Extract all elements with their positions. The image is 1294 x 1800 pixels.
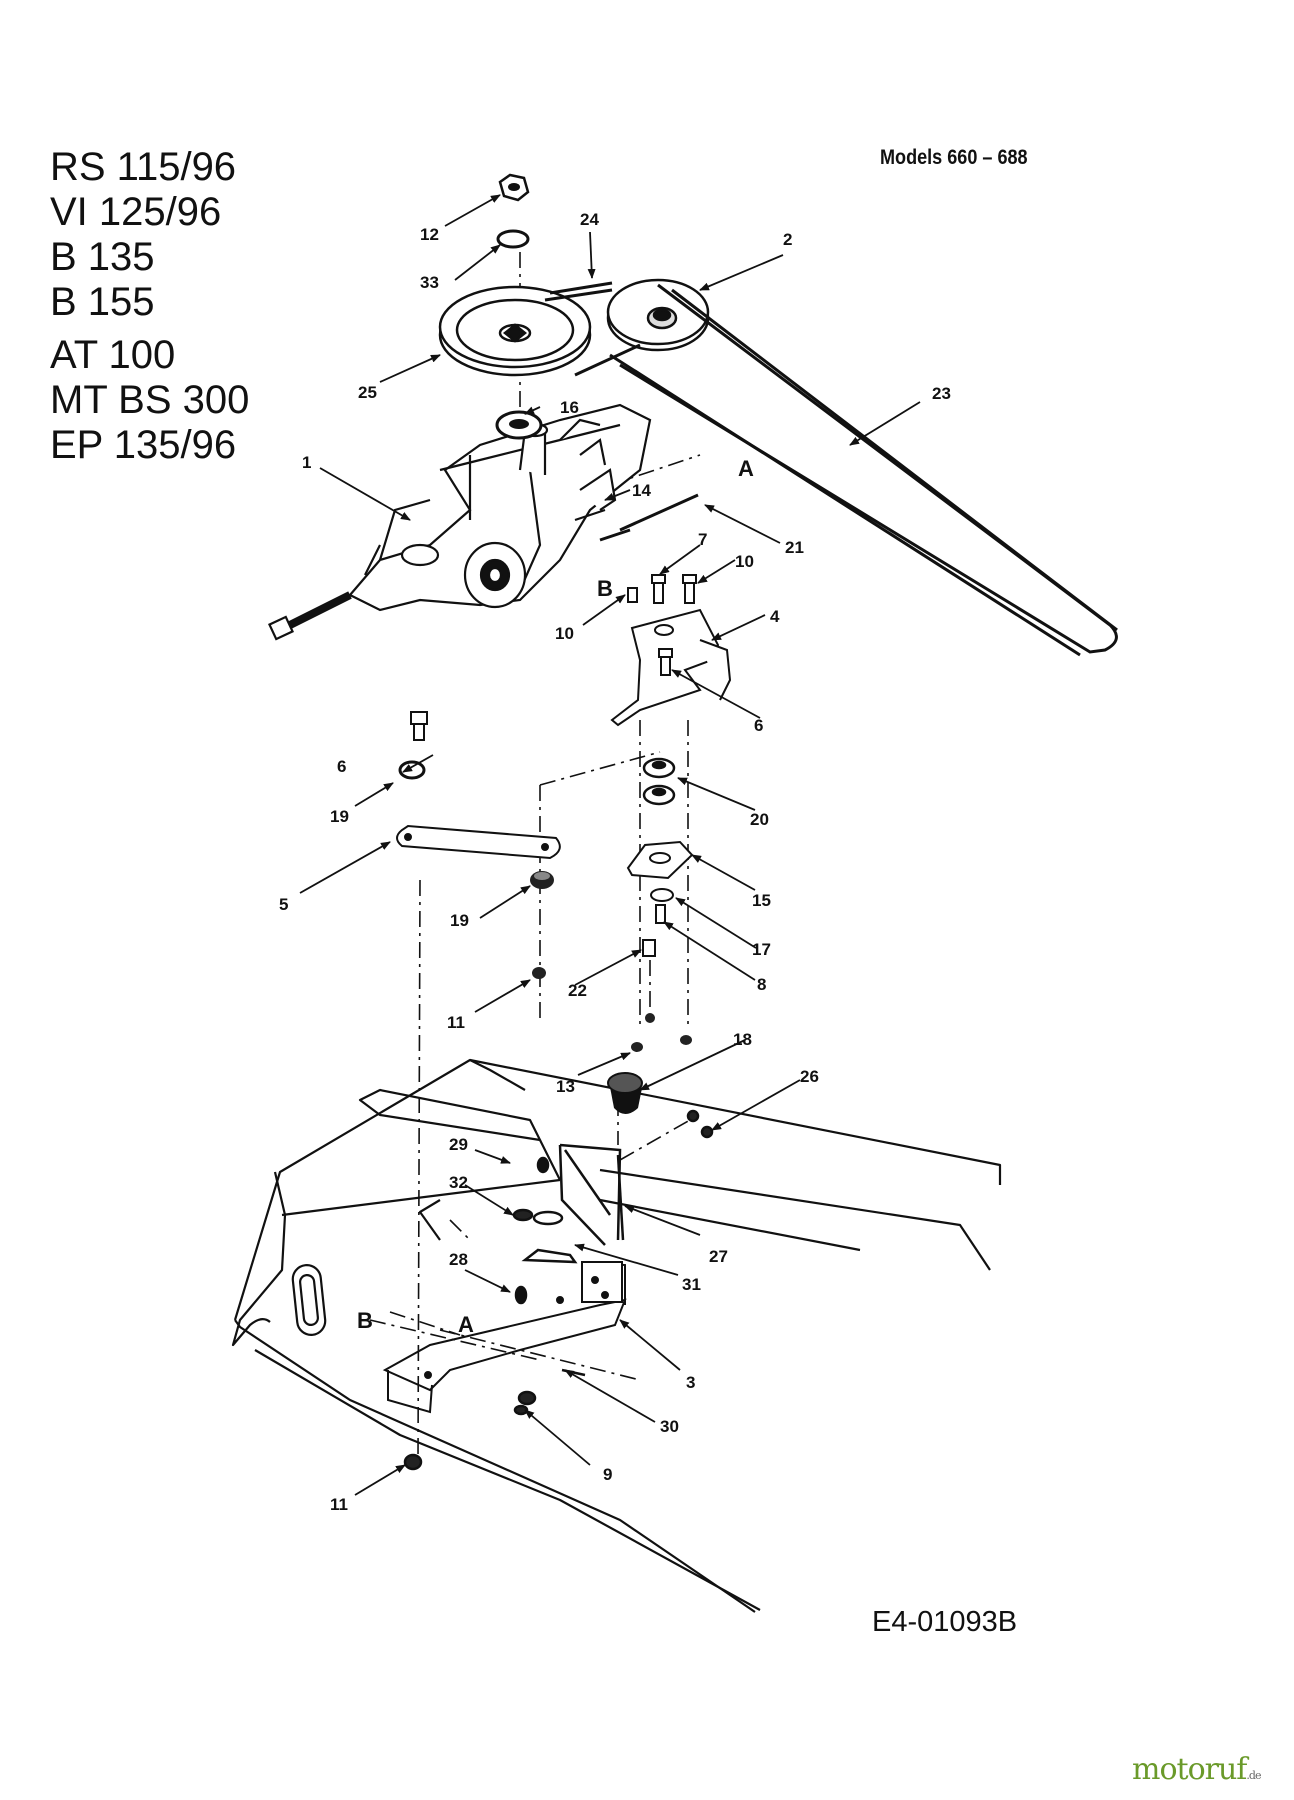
callout-7: 7: [698, 530, 707, 549]
link-bar-5: [396, 824, 561, 860]
callout-21: 21: [785, 538, 804, 557]
ref-b-bottom: B: [357, 1308, 373, 1333]
callout-20: 20: [750, 810, 769, 829]
callout-32: 32: [449, 1173, 468, 1192]
nut-right: [680, 1035, 692, 1045]
frame-chassis: [231, 1058, 1002, 1613]
callout-11-upper: 11: [447, 1013, 465, 1032]
watermark-logo: motoruf.de: [1132, 1752, 1261, 1787]
callout-33: 33: [420, 273, 439, 292]
model-b135: B 135: [50, 235, 155, 279]
ref-b-top: B: [597, 576, 613, 601]
transaxle-1: [268, 403, 652, 641]
bracket-4: [610, 574, 732, 727]
model-mt: MT BS 300: [50, 378, 250, 422]
model-at: AT 100: [50, 333, 176, 377]
model-ep: EP 135/96: [50, 423, 237, 467]
callout-24: 24: [580, 210, 599, 229]
nut-11-upper: [532, 967, 546, 979]
ref-a-bottom: A: [458, 1312, 474, 1337]
shift-knob-18: [607, 1072, 643, 1114]
callout-10-left: 10: [555, 624, 574, 643]
callout-6-right: 6: [754, 716, 763, 735]
callout-14: 14: [632, 481, 651, 500]
callout-19-top: 19: [330, 807, 349, 826]
callout-22: 22: [568, 981, 587, 1000]
callout-26: 26: [800, 1067, 819, 1086]
callout-17: 17: [752, 940, 771, 959]
callout-5: 5: [279, 895, 288, 914]
shift-plate-3: [382, 1261, 627, 1414]
leader-lines: [299, 194, 921, 1496]
callout-19-bottom: 19: [450, 911, 469, 930]
shift-lever-27: [403, 1109, 714, 1471]
callout-29: 29: [449, 1135, 468, 1154]
drive-belt-23: [609, 283, 1118, 657]
bolt-6-left: [410, 711, 428, 741]
watermark-tld: .de: [1246, 1769, 1261, 1782]
callout-23: 23: [932, 384, 951, 403]
callout-10-right: 10: [735, 552, 754, 571]
hub-bore: [509, 419, 529, 429]
drawing-code: E4-01093B: [872, 1606, 1018, 1638]
callout-12: 12: [420, 225, 439, 244]
callout-13: 13: [556, 1077, 575, 1096]
model-range: Models 660 – 688: [880, 146, 1028, 169]
callout-1: 1: [302, 453, 311, 472]
small-pulley-2: [606, 278, 710, 352]
model-b155: B 155: [50, 280, 155, 324]
ref-a-top: A: [738, 456, 754, 481]
nut-13: [631, 1042, 643, 1052]
callout-31: 31: [682, 1275, 701, 1294]
watermark-brand: motoruf: [1132, 1752, 1247, 1787]
callout-3: 3: [686, 1373, 695, 1392]
callout-28: 28: [449, 1250, 468, 1269]
model-vi: VI 125/96: [50, 190, 222, 234]
nut-19: [530, 871, 554, 889]
callout-16: 16: [560, 398, 579, 417]
callout-27: 27: [709, 1247, 728, 1266]
bushings-20: [642, 757, 676, 806]
washer-33: [496, 229, 530, 249]
callout-9: 9: [603, 1465, 612, 1484]
rod-21: [619, 493, 699, 532]
model-list: RS 115/96 VI 125/96 B 135 B 155 AT 100 M…: [50, 145, 249, 468]
callout-8: 8: [757, 975, 766, 994]
callout-11-lower: 11: [330, 1495, 348, 1514]
callout-2: 2: [783, 230, 792, 249]
nut-22-end: [645, 1013, 655, 1023]
callout-15: 15: [752, 891, 771, 910]
large-pulley-25: [438, 285, 592, 377]
callout-30: 30: [660, 1417, 679, 1436]
nut-12: [498, 173, 530, 202]
callout-18: 18: [733, 1030, 752, 1049]
washer-19-top: [398, 760, 426, 780]
model-rs: RS 115/96: [50, 145, 237, 189]
assembly-lines: [369, 252, 701, 1461]
belt-24: [544, 281, 641, 377]
callout-4: 4: [770, 607, 780, 626]
callout-6-left: 6: [337, 757, 346, 776]
bracket-15: [626, 840, 694, 957]
callouts: 12 33 24 2 25 23 16 1 14 21 7 10 10 4 6 …: [279, 210, 951, 1514]
callout-25: 25: [358, 383, 377, 402]
